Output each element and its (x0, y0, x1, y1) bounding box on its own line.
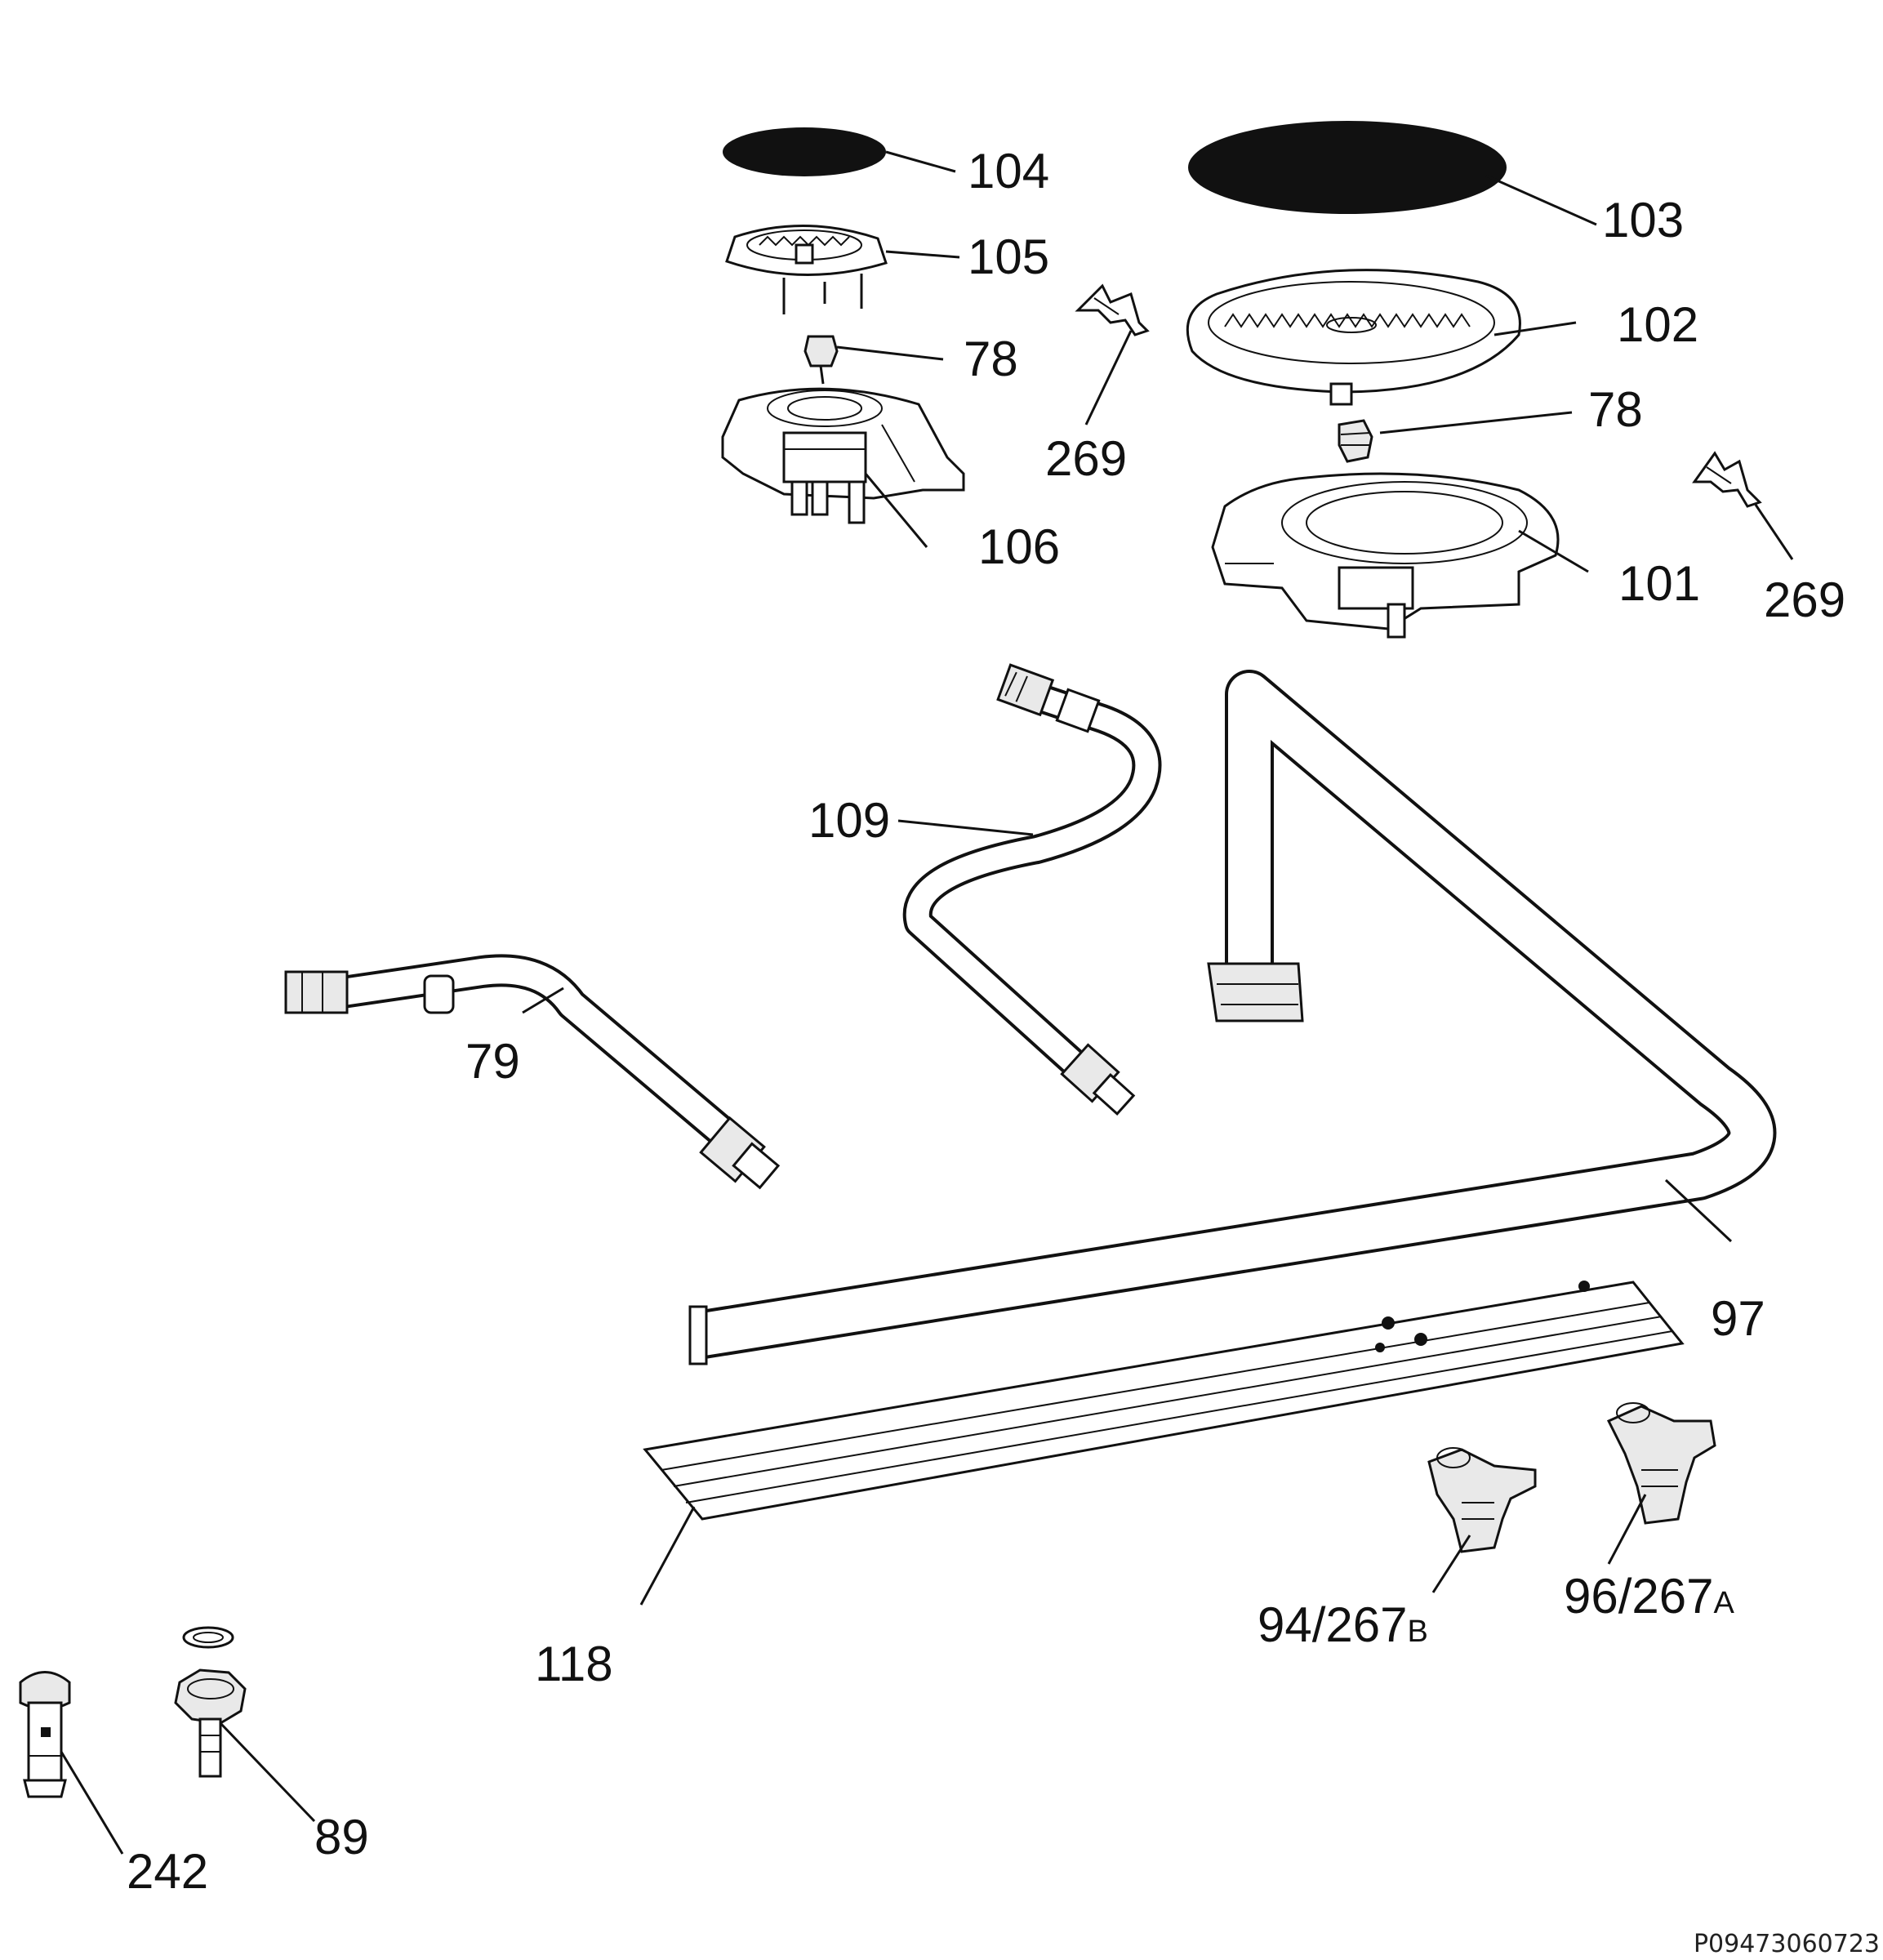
label-102: 102 (1617, 297, 1698, 352)
part-102-large-burner-crown: 102 (1186, 269, 1698, 406)
part-104-small-burner-cap: 104 (723, 127, 1049, 198)
part-78-injector-left: 78 (804, 332, 1018, 386)
part-78-injector-right: 78 (1338, 382, 1643, 463)
part-105-small-burner-crown: 105 (725, 225, 1049, 314)
part-106-small-burner-base: 106 (721, 387, 1060, 574)
label-97: 97 (1711, 1291, 1765, 1346)
part-269-clip-left: 269 (1045, 283, 1150, 486)
label-118: 118 (535, 1637, 613, 1691)
label-79: 79 (465, 1034, 520, 1089)
part-96-267a-thermocouple: 96/267A (1564, 1402, 1735, 1624)
part-79-gas-pipe: 79 (284, 954, 781, 1190)
label-94-267-suffix: B (1408, 1615, 1428, 1649)
document-code: P09473060723 (1693, 1930, 1880, 1958)
part-103-large-burner-cap: 103 (1188, 121, 1684, 247)
label-96-267-suffix: A (1714, 1586, 1735, 1620)
label-96-267-main: 96/267 (1564, 1569, 1714, 1624)
part-269-clip-right: 269 (1692, 451, 1845, 627)
part-118-burner-rail: 118 (535, 1281, 1685, 1691)
label-269-left: 269 (1045, 431, 1127, 486)
label-269-right: 269 (1764, 572, 1845, 627)
label-101: 101 (1618, 556, 1700, 611)
label-94-267: 94/267B (1258, 1597, 1428, 1652)
label-105: 105 (968, 229, 1049, 284)
part-109-gas-pipe: 109 (808, 663, 1162, 1116)
part-97-main-gas-pipe: 97 (688, 670, 1777, 1365)
label-104: 104 (968, 144, 1049, 198)
part-242-fitting: 242 (19, 1671, 208, 1899)
part-101-large-burner-base: 101 (1211, 472, 1700, 639)
label-103: 103 (1602, 193, 1684, 247)
label-78-right: 78 (1588, 382, 1643, 437)
label-109: 109 (808, 793, 890, 848)
label-94-267-main: 94/267 (1258, 1597, 1408, 1652)
label-89: 89 (314, 1810, 369, 1864)
label-78-left: 78 (964, 332, 1018, 386)
part-94-267b-thermocouple: 94/267B (1258, 1447, 1537, 1652)
part-89-fitting: 89 (174, 1626, 369, 1864)
label-242: 242 (127, 1844, 208, 1899)
label-106: 106 (978, 519, 1060, 574)
label-96-267: 96/267A (1564, 1569, 1735, 1624)
